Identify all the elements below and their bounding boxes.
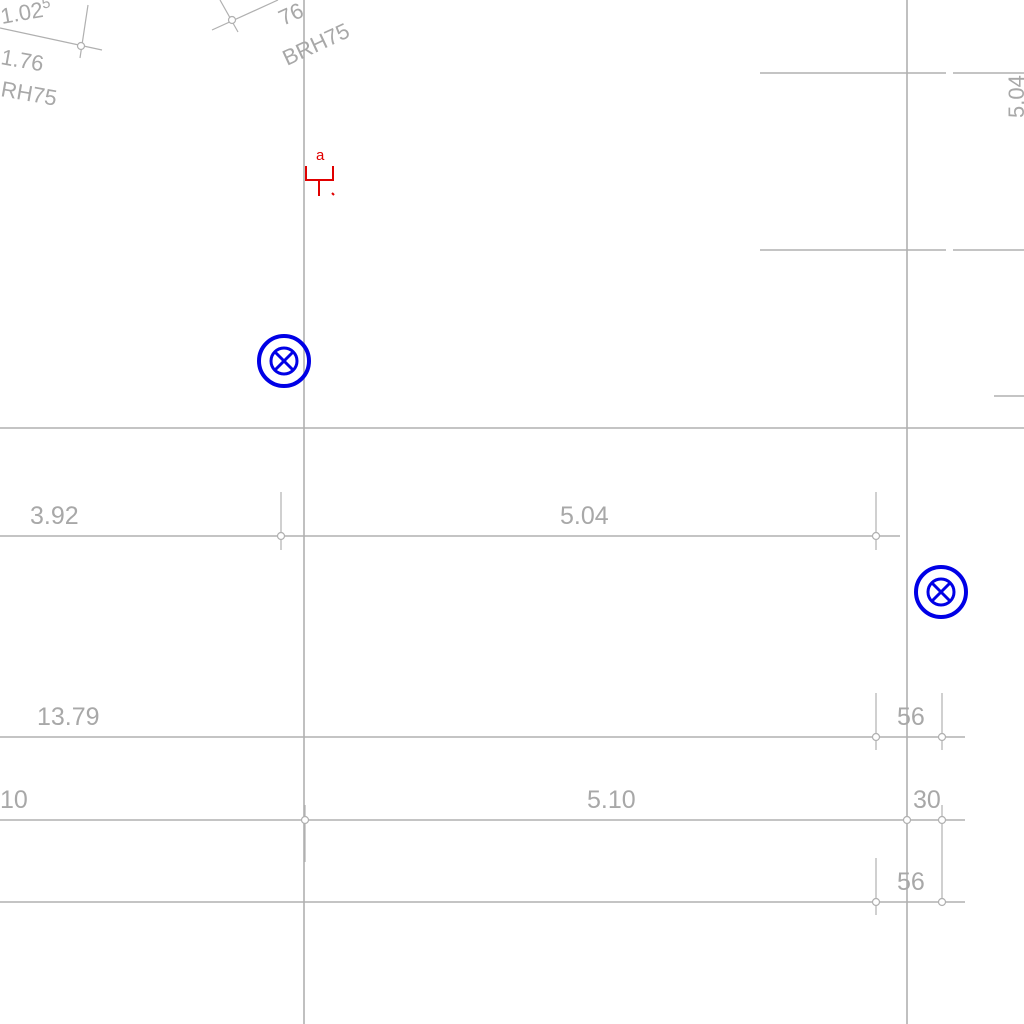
dim-node-row4-a xyxy=(871,897,881,907)
dim-text-row2-right: 56 xyxy=(897,703,925,731)
wall-tap-icon[interactable]: a xyxy=(305,147,335,196)
floor-drain-icon[interactable] xyxy=(914,565,968,619)
dim-node-row2-b xyxy=(937,732,947,742)
angled-dim-line-mid xyxy=(211,0,279,31)
wall-tap-label: a xyxy=(316,147,325,164)
floor-drain-icon[interactable] xyxy=(257,334,311,388)
angled-dim-tick-mid xyxy=(219,0,239,33)
angled-dim-node-left xyxy=(76,41,86,51)
dim-text-top-left-a: 1.025 xyxy=(0,0,53,29)
dim-node-row2-a xyxy=(871,732,881,742)
dim-node-row4-b xyxy=(937,897,947,907)
dim-text-row3-mid: 5.10 xyxy=(587,786,636,814)
dim-text-row1-mid: 5.04 xyxy=(560,502,609,530)
dim-text-row1-left: 3.92 xyxy=(30,502,79,530)
dim-text-row3-right: 30 xyxy=(913,786,941,814)
dim-text-right-vertical: 5.04 xyxy=(1004,75,1024,118)
dim-node-row3-a xyxy=(300,815,310,825)
dim-text-top-left-c: RH75 xyxy=(0,76,59,110)
dim-text-row2-left: 13.79 xyxy=(37,703,100,731)
dim-text-row4-right: 56 xyxy=(897,868,925,896)
dim-node-row3-b xyxy=(902,815,912,825)
dim-node-row1-b xyxy=(871,531,881,541)
angled-dim-node-mid xyxy=(227,15,237,25)
dim-node-row3-c xyxy=(937,815,947,825)
dim-text-row3-left: 10 xyxy=(0,786,28,814)
dim-text-top-left-b: 1.76 xyxy=(0,44,46,76)
dim-node-row1-a xyxy=(276,531,286,541)
dim-text-top-mid-a: 76 xyxy=(275,0,308,31)
